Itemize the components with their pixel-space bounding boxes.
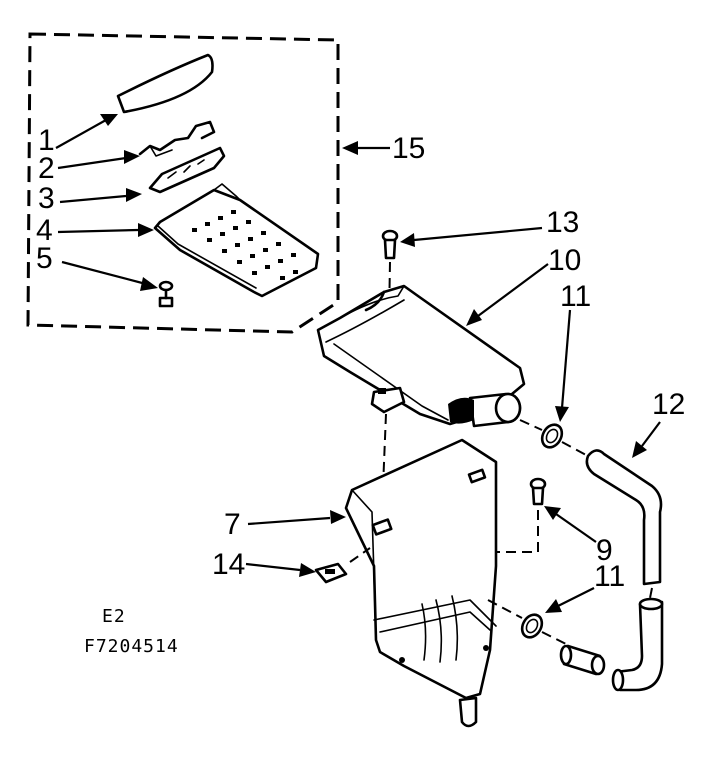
part-12-hose — [585, 449, 664, 692]
callout-9: 9 — [596, 534, 613, 567]
callout-15: 15 — [392, 132, 425, 165]
callout-13: 13 — [546, 206, 579, 239]
part-9-screw — [488, 477, 547, 553]
part-1-cover — [116, 53, 214, 114]
part-11-clamp-lower — [487, 599, 567, 645]
subassembly-boundary — [26, 32, 340, 334]
leader-lines — [55, 114, 661, 613]
callout-11-lower: 11 — [594, 560, 625, 593]
hose-connector — [559, 644, 606, 676]
callout-14: 14 — [212, 548, 245, 581]
model-code-line-2: F7204514 — [84, 636, 179, 657]
part-3-bracket — [148, 146, 226, 194]
model-code-line-1: E2 — [102, 606, 126, 627]
part-10-housing — [316, 284, 526, 513]
callout-5: 5 — [36, 242, 53, 275]
part-14-clip — [314, 547, 371, 584]
part-11-clamp-upper — [519, 419, 589, 457]
tray-holes — [192, 210, 298, 280]
callout-1: 1 — [38, 124, 55, 157]
part-4-tray — [153, 183, 320, 298]
callout-10: 10 — [548, 244, 581, 277]
callout-12: 12 — [652, 388, 685, 421]
part-5-screw — [158, 280, 174, 308]
part-2-spring — [138, 120, 216, 157]
part-7-panel — [344, 438, 498, 728]
callout-4: 4 — [36, 214, 53, 247]
callout-2: 2 — [38, 152, 55, 185]
callout-7: 7 — [224, 508, 241, 541]
callout-11-upper: 11 — [560, 280, 591, 313]
callout-3: 3 — [38, 182, 55, 215]
